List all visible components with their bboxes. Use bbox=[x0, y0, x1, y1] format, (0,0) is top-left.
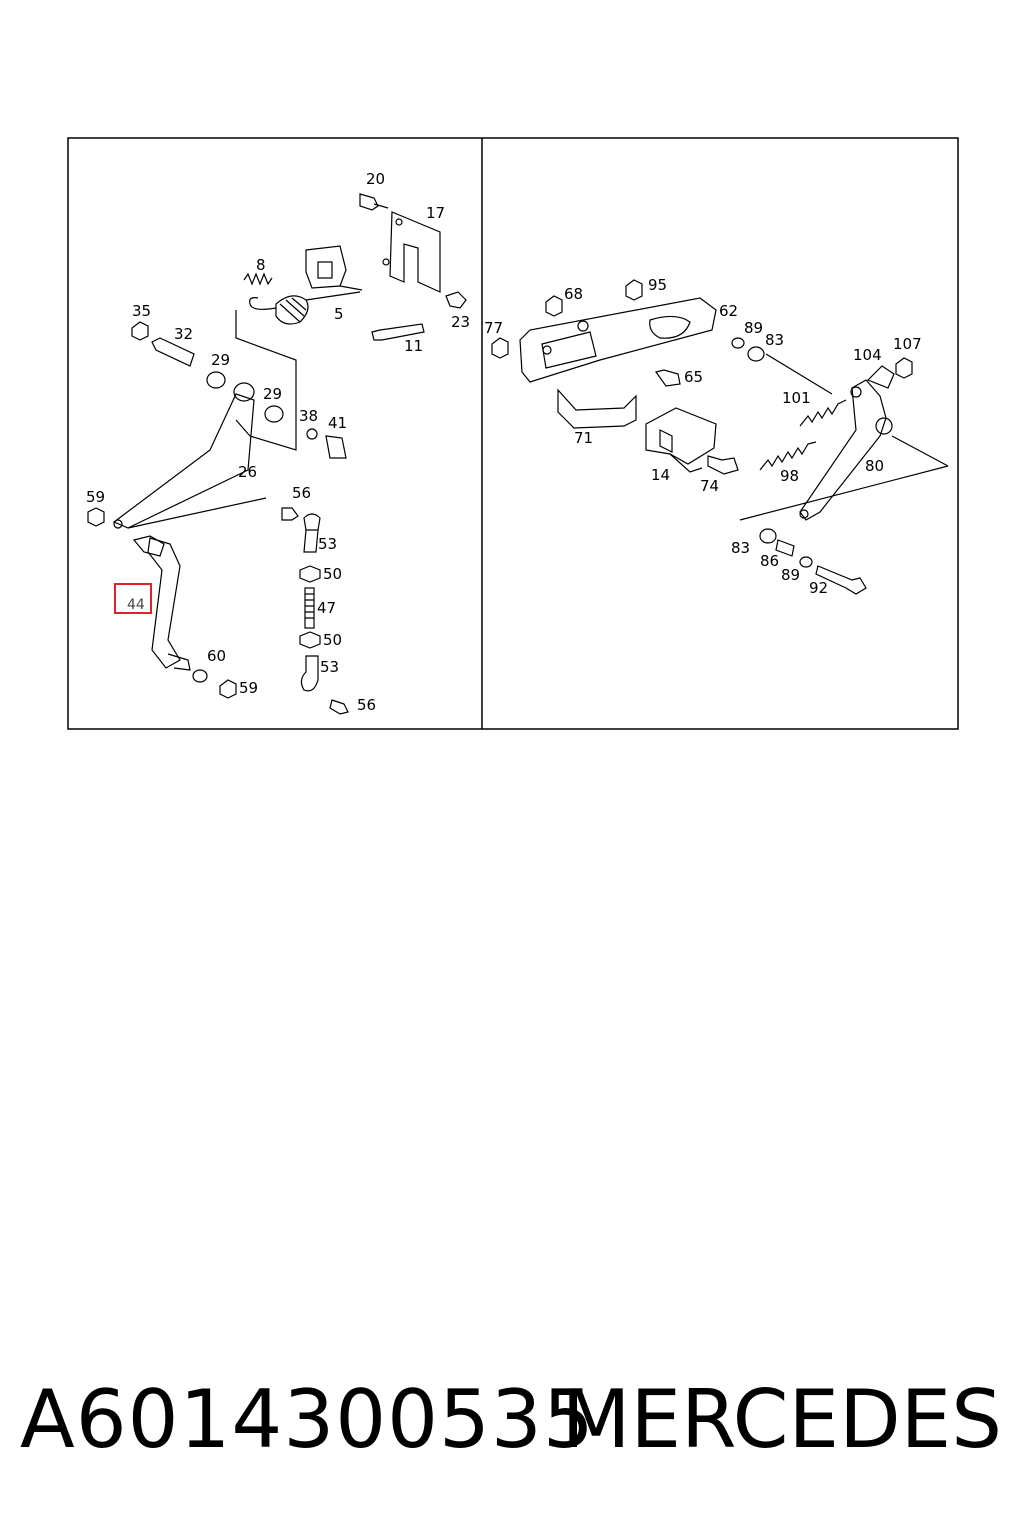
right-panel-drawing bbox=[491, 279, 949, 595]
callout-50: 50 bbox=[323, 631, 342, 649]
callout-62: 62 bbox=[719, 302, 738, 320]
callout-32: 32 bbox=[174, 325, 193, 343]
callout-60: 60 bbox=[207, 647, 226, 665]
callout-59: 59 bbox=[239, 679, 258, 697]
callout-89: 89 bbox=[781, 566, 800, 584]
part-number: A6014300535 bbox=[20, 1373, 595, 1466]
callout-14: 14 bbox=[651, 466, 670, 484]
callout-71: 71 bbox=[574, 429, 593, 447]
callout-95: 95 bbox=[648, 276, 667, 294]
brand-name: MERCEDES bbox=[561, 1373, 1002, 1466]
callout-35: 35 bbox=[132, 302, 151, 320]
callout-29: 29 bbox=[211, 351, 230, 369]
callout-5: 5 bbox=[334, 305, 344, 323]
callout-23: 23 bbox=[451, 313, 470, 331]
callout-41: 41 bbox=[328, 414, 347, 432]
callout-8: 8 bbox=[256, 256, 266, 274]
callout-26: 26 bbox=[238, 463, 257, 481]
callout-59: 59 bbox=[86, 488, 105, 506]
callout-38: 38 bbox=[299, 407, 318, 425]
callout-92: 92 bbox=[809, 579, 828, 597]
highlight-box bbox=[114, 583, 152, 614]
callout-47: 47 bbox=[317, 599, 336, 617]
diagram-frame bbox=[67, 137, 959, 730]
callout-83: 83 bbox=[765, 331, 784, 349]
callout-83: 83 bbox=[731, 539, 750, 557]
callout-56: 56 bbox=[292, 484, 311, 502]
callout-17: 17 bbox=[426, 204, 445, 222]
caption: A6014300535 MERCEDES bbox=[0, 1360, 1024, 1480]
left-panel-drawing bbox=[87, 193, 467, 715]
callout-65: 65 bbox=[684, 368, 703, 386]
callout-104: 104 bbox=[853, 346, 882, 364]
callout-11: 11 bbox=[404, 337, 423, 355]
callout-20: 20 bbox=[366, 170, 385, 188]
callout-101: 101 bbox=[782, 389, 811, 407]
callout-68: 68 bbox=[564, 285, 583, 303]
callout-86: 86 bbox=[760, 552, 779, 570]
callout-77: 77 bbox=[484, 319, 503, 337]
callout-29: 29 bbox=[263, 385, 282, 403]
callout-44: 44 bbox=[127, 597, 145, 613]
callout-50: 50 bbox=[323, 565, 342, 583]
callout-53: 53 bbox=[320, 658, 339, 676]
callout-80: 80 bbox=[865, 457, 884, 475]
callout-56: 56 bbox=[357, 696, 376, 714]
callout-53: 53 bbox=[318, 535, 337, 553]
callout-89: 89 bbox=[744, 319, 763, 337]
callout-107: 107 bbox=[893, 335, 922, 353]
callout-98: 98 bbox=[780, 467, 799, 485]
callout-74: 74 bbox=[700, 477, 719, 495]
parts-exploded-diagram: 20 17 8 5 23 11 35 32 29 29 38 41 26 59 … bbox=[67, 137, 959, 730]
